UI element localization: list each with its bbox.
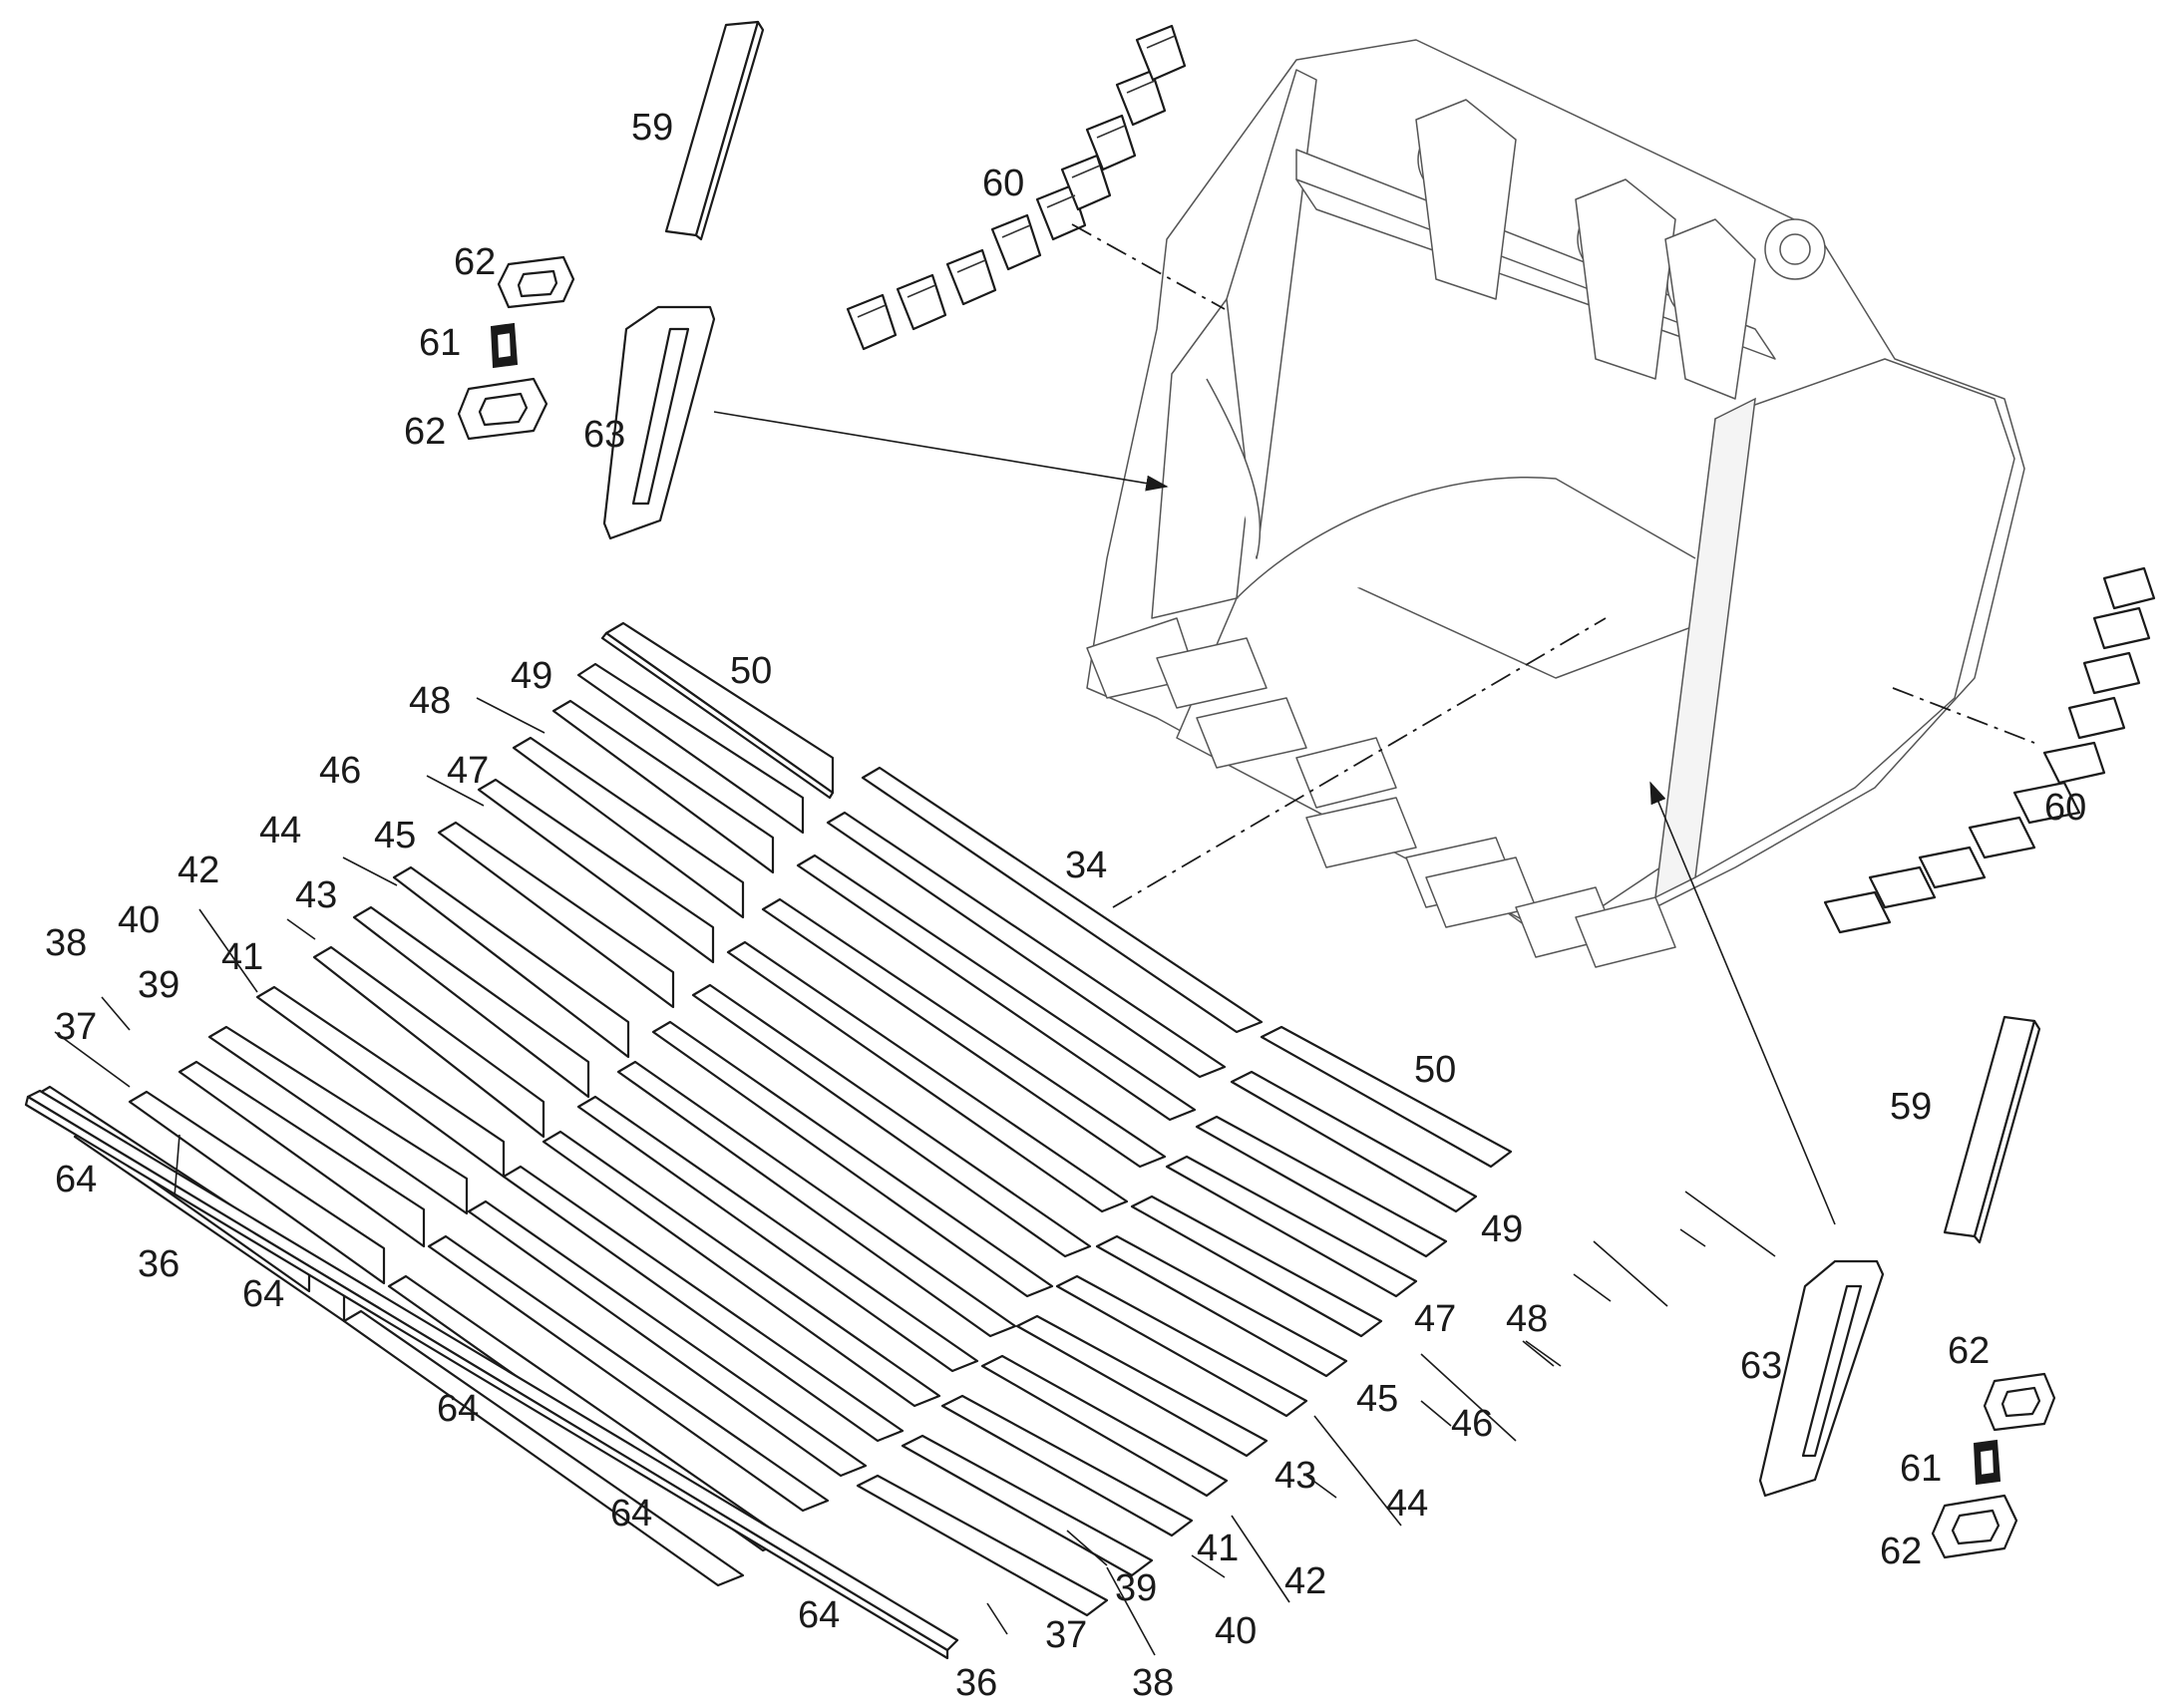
callout-62: 62 [1880,1531,1922,1572]
callout-47: 47 [1414,1298,1456,1340]
callout-64: 64 [242,1273,284,1315]
callout-37: 37 [55,1006,97,1048]
callout-50: 50 [1414,1049,1456,1091]
callout-64: 64 [55,1159,97,1200]
leader-lines [54,223,2035,1656]
callout-44: 44 [1386,1483,1428,1525]
callout-38: 38 [45,922,87,964]
callout-44: 44 [259,810,301,852]
callout-60: 60 [2044,787,2086,829]
callout-42: 42 [178,850,219,891]
side-wear-plate-63-top [602,305,716,540]
callout-63: 63 [1740,1345,1782,1387]
callout-48: 48 [1506,1298,1548,1340]
corner-guard-60-top [846,24,1187,351]
bushing-62-top [497,255,575,309]
excavator-bucket [1086,39,2025,968]
callout-39: 39 [138,964,180,1006]
bushing-62-right-bottom [1931,1494,2018,1559]
callout-46: 46 [1451,1403,1493,1445]
callout-36: 36 [955,1662,997,1704]
clip-61-right [1973,1439,2001,1486]
callout-labels: 59 60 62 61 62 63 50 49 48 47 46 45 44 4… [45,107,2086,1704]
callout-64: 64 [798,1594,840,1636]
callout-62: 62 [454,241,496,283]
callout-41: 41 [221,936,263,978]
callout-61: 61 [1900,1448,1942,1490]
callout-40: 40 [1215,1610,1257,1652]
callout-39: 39 [1115,1567,1157,1609]
callout-38: 38 [1132,1662,1174,1704]
callout-43: 43 [1274,1455,1316,1497]
callout-40: 40 [118,899,160,941]
callout-61: 61 [419,322,461,364]
callout-36: 36 [138,1243,180,1285]
side-wear-plate-63-right [1758,1259,1885,1498]
wear-strip-59-top [664,20,765,241]
callout-41: 41 [1197,1528,1239,1569]
callout-34: 34 [1065,845,1107,886]
callout-64: 64 [610,1493,652,1535]
callout-48: 48 [409,680,451,722]
corner-guard-60-right [1823,566,2156,934]
callout-42: 42 [1284,1560,1326,1602]
callout-59: 59 [1890,1086,1932,1128]
clip-61-top [490,322,519,369]
callout-45: 45 [1356,1378,1398,1420]
callout-63: 63 [583,414,625,456]
hinge-bosses [1415,99,1826,400]
callout-62: 62 [1948,1330,1990,1372]
callout-49: 49 [511,655,552,697]
callout-64: 64 [437,1388,479,1430]
wear-strip-59-right [1943,1015,2041,1244]
callout-46: 46 [319,750,361,792]
callout-62: 62 [404,411,446,453]
callout-49: 49 [1481,1208,1523,1250]
callout-37: 37 [1045,1614,1087,1656]
floor-wear-strips [24,621,1513,1660]
callout-43: 43 [295,874,337,916]
callout-59: 59 [631,107,673,149]
bushing-62-top-lower [457,377,548,441]
bucket-teeth [1086,617,1676,968]
callout-60: 60 [982,163,1024,204]
callout-47: 47 [447,750,489,792]
bushing-62-right-top [1983,1372,2056,1432]
callout-50: 50 [730,650,772,692]
callout-45: 45 [374,815,416,856]
